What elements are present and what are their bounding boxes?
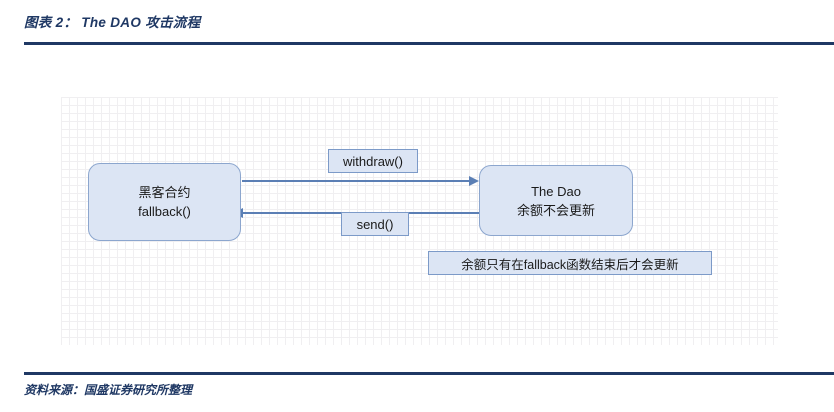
- node-hacker-contract-line1: 黑客合约: [138, 185, 191, 200]
- node-the-dao-line1: The Dao: [531, 183, 581, 199]
- page-title: 图表 2： The DAO 攻击流程: [24, 15, 201, 30]
- figure-header: 图表 2： The DAO 攻击流程: [24, 14, 834, 46]
- node-hacker-contract[interactable]: 黑客合约 fallback(): [88, 163, 241, 241]
- figure-source: 资料来源：国盛证券研究所整理: [24, 383, 193, 397]
- node-the-dao[interactable]: The Dao 余额不会更新: [479, 165, 633, 236]
- diagram-canvas: 黑客合约 fallback() The Dao 余额不会更新 withdraw(…: [61, 97, 778, 345]
- header-divider: [24, 42, 834, 45]
- annotation-balance-update[interactable]: 余额只有在fallback函数结束后才会更新: [428, 251, 712, 275]
- node-the-dao-line2: 余额不会更新: [516, 202, 595, 218]
- edge-label-send[interactable]: send(): [341, 212, 409, 236]
- arrow-withdraw-head-icon: [469, 176, 479, 186]
- node-hacker-contract-line2: fallback(): [138, 204, 191, 219]
- edge-label-withdraw[interactable]: withdraw(): [328, 149, 418, 173]
- arrow-withdraw-line: [242, 180, 470, 182]
- footer-divider: [24, 372, 834, 375]
